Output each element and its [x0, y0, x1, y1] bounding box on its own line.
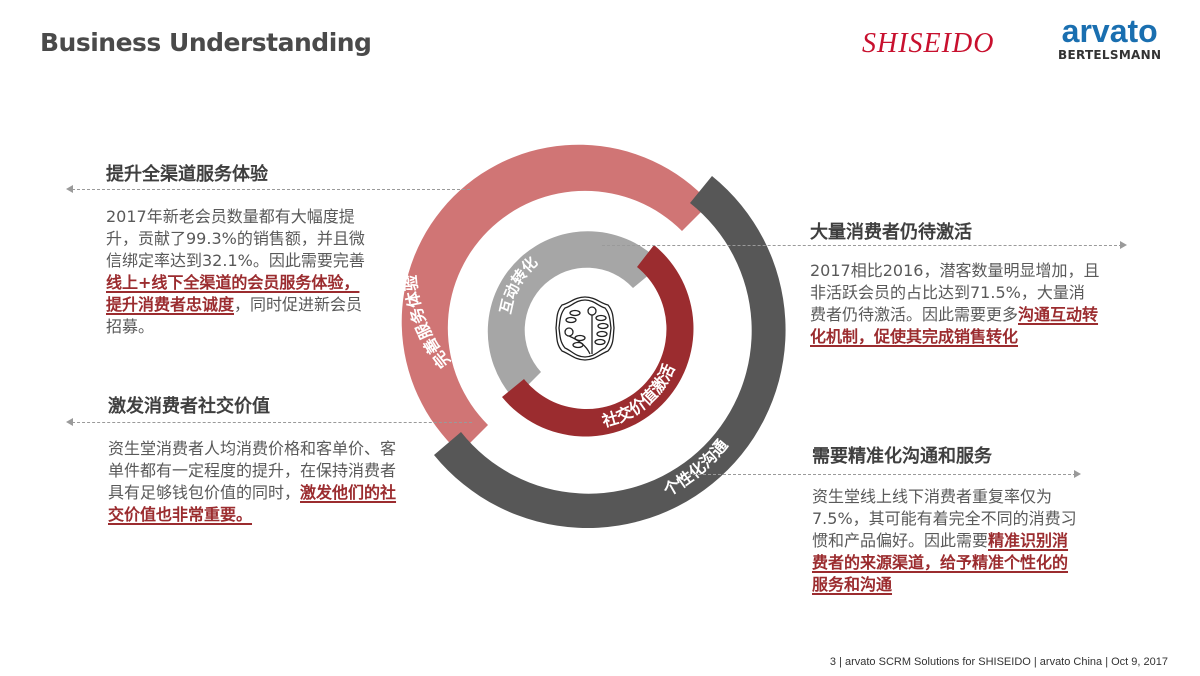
arvato-logo: arvato BERTELSMANN: [1058, 14, 1161, 62]
block-body: 2017年新老会员数量都有大幅度提升，贡献了99.3%的销售额，并且微信绑定率达…: [106, 207, 365, 336]
arvato-logo-main: arvato: [1061, 13, 1158, 49]
block-heading: 需要精准化沟通和服务: [812, 446, 992, 467]
page-title: Business Understanding: [40, 28, 372, 57]
block-emphasis: 沟通互动转化机制，促使其完成销售转化: [810, 305, 1099, 346]
block-body: 资生堂线上线下消费者重复率仅为7.5%，其可能有着完全不同的消费习惯和产品偏好。…: [812, 487, 1077, 594]
block-emphasis: 激发他们的社交价值也非常重要。: [108, 483, 397, 524]
connector-top-right: [602, 245, 1122, 246]
block-bottom-right: 需要精准化沟通和服务 资生堂线上线下消费者重复率仅为7.5%，其可能有着完全不同…: [812, 442, 1077, 596]
block-heading: 提升全渠道服务体验: [106, 164, 268, 185]
arvato-logo-sub: BERTELSMANN: [1058, 48, 1162, 62]
block-body: 2017相比2016，潜客数量明显增加，且非活跃会员的占比达到71.5%，大量消…: [810, 261, 1100, 346]
footer: 3 | arvato SCRM Solutions for SHISEIDO |…: [829, 656, 1168, 668]
ring-light-grey: [487, 231, 662, 399]
block-emphasis: 线上+线下全渠道的会员服务体验，提升消费者忠诚度: [106, 273, 360, 314]
ring-dark-red: [502, 245, 694, 437]
arrow-right-icon: [1074, 470, 1081, 478]
shiseido-logo: SHISEIDO: [862, 28, 995, 59]
block-body: 资生堂消费者人均消费价格和客单价、客单件都有一定程度的提升，在保持消费者具有足够…: [108, 439, 397, 524]
arrow-right-icon: [1120, 241, 1127, 249]
connector-bottom-left: [72, 422, 472, 423]
block-bottom-left: 激发消费者社交价值 资生堂消费者人均消费价格和客单价、客单件都有一定程度的提升，…: [108, 392, 398, 526]
arrow-left-icon: [66, 418, 73, 426]
block-top-right: 大量消费者仍待激活 2017相比2016，潜客数量明显增加，且非活跃会员的占比达…: [810, 218, 1100, 348]
block-top-left: 提升全渠道服务体验 2017年新老会员数量都有大幅度提升，贡献了99.3%的销售…: [106, 160, 371, 338]
block-emphasis: 精准识别消费者的来源渠道，给予精准个性化的服务和沟通: [812, 531, 1069, 594]
connector-bottom-right: [688, 474, 1076, 475]
connector-top-left: [72, 189, 470, 190]
block-heading: 大量消费者仍待激活: [810, 222, 972, 243]
block-heading: 激发消费者社交价值: [108, 396, 270, 417]
camellia-logo-icon: [555, 296, 615, 361]
arrow-left-icon: [66, 185, 73, 193]
ring-pink: [401, 144, 710, 453]
